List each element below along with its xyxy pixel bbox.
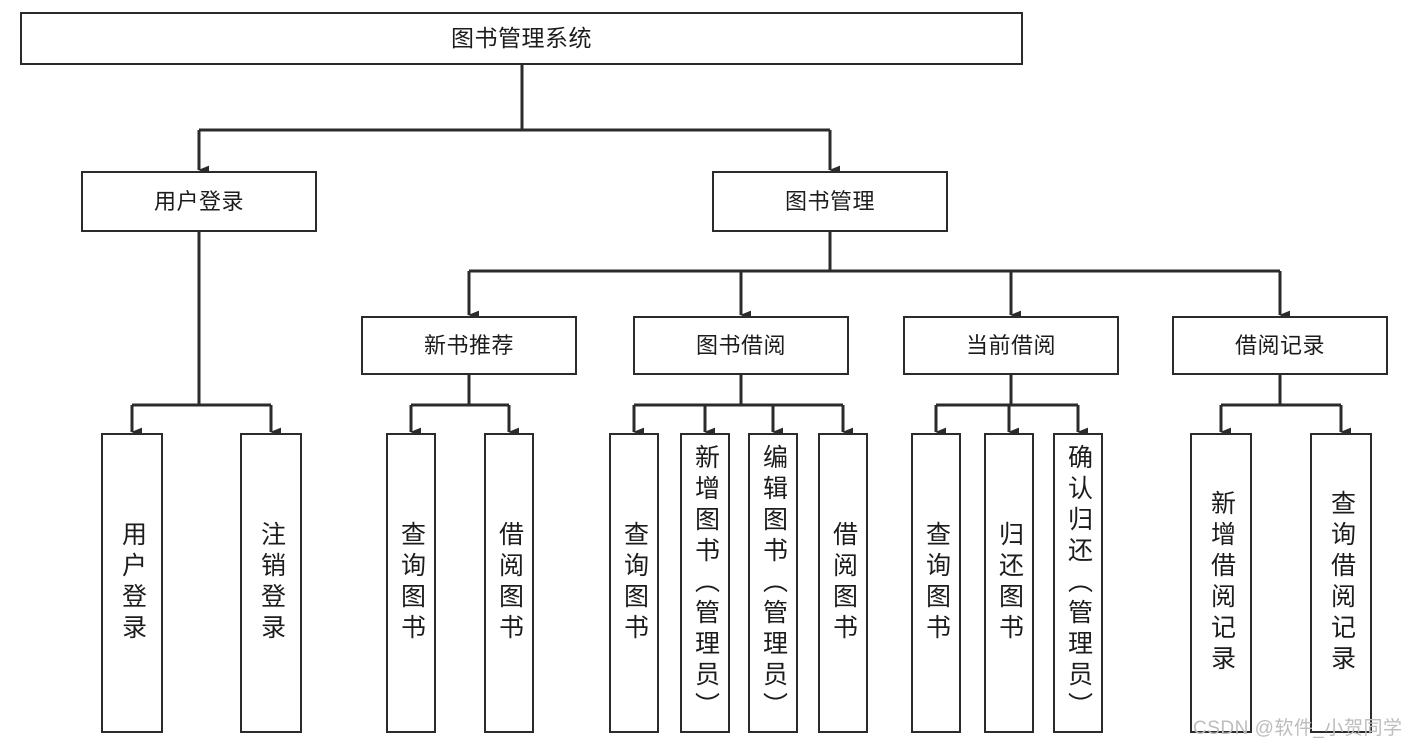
csdn-watermark: CSDN @软件_小贺同学 xyxy=(1193,718,1403,739)
node-leaf-edit-book-admin-label: 编辑图书（管理员） xyxy=(759,443,788,723)
node-root-label: 图书管理系统 xyxy=(451,24,592,51)
node-leaf-user-logout-label: 注销登录 xyxy=(257,521,286,645)
node-leaf-user-login-label: 用户登录 xyxy=(118,521,147,645)
node-leaf-edit-book-admin[interactable]: 编辑图书（管理员） xyxy=(748,433,798,733)
node-leaf-confirm-return-admin[interactable]: 确认归还（管理员） xyxy=(1053,433,1103,733)
node-leaf-user-login[interactable]: 用户登录 xyxy=(101,433,163,733)
node-book-manage-label: 图书管理 xyxy=(784,188,875,214)
node-leaf-return-book[interactable]: 归还图书 xyxy=(984,433,1034,733)
node-leaf-borrow-book[interactable]: 借阅图书 xyxy=(818,433,868,733)
node-leaf-add-book-admin[interactable]: 新增图书（管理员） xyxy=(680,433,730,733)
node-leaf-recommend-query-book-label: 查询图书 xyxy=(397,521,426,645)
node-new-book-recommend-label: 新书推荐 xyxy=(423,332,514,358)
node-current-borrow-label: 当前借阅 xyxy=(965,332,1056,358)
node-book-borrow[interactable]: 图书借阅 xyxy=(633,316,849,375)
node-leaf-query-borrow-record-label: 查询借阅记录 xyxy=(1327,490,1356,676)
node-book-manage[interactable]: 图书管理 xyxy=(712,171,948,232)
node-leaf-add-borrow-record[interactable]: 新增借阅记录 xyxy=(1190,433,1252,733)
node-borrow-record-label: 借阅记录 xyxy=(1234,332,1325,358)
node-leaf-recommend-query-book[interactable]: 查询图书 xyxy=(386,433,436,733)
node-leaf-query-borrow-record[interactable]: 查询借阅记录 xyxy=(1310,433,1372,733)
node-leaf-current-query-book-label: 查询图书 xyxy=(922,521,951,645)
node-leaf-borrow-book-label: 借阅图书 xyxy=(829,521,858,645)
node-user-login[interactable]: 用户登录 xyxy=(81,171,317,232)
node-leaf-borrow-query-book[interactable]: 查询图书 xyxy=(609,433,659,733)
node-leaf-confirm-return-admin-label: 确认归还（管理员） xyxy=(1064,443,1093,723)
node-new-book-recommend[interactable]: 新书推荐 xyxy=(361,316,577,375)
node-leaf-recommend-borrow-book-label: 借阅图书 xyxy=(495,521,524,645)
node-leaf-add-book-admin-label: 新增图书（管理员） xyxy=(691,443,720,723)
node-current-borrow[interactable]: 当前借阅 xyxy=(903,316,1119,375)
node-leaf-current-query-book[interactable]: 查询图书 xyxy=(911,433,961,733)
node-leaf-add-borrow-record-label: 新增借阅记录 xyxy=(1207,490,1236,676)
node-borrow-record[interactable]: 借阅记录 xyxy=(1172,316,1388,375)
node-leaf-recommend-borrow-book[interactable]: 借阅图书 xyxy=(484,433,534,733)
node-root[interactable]: 图书管理系统 xyxy=(20,12,1023,65)
node-user-login-label: 用户登录 xyxy=(153,188,244,214)
node-book-borrow-label: 图书借阅 xyxy=(695,332,786,358)
node-leaf-borrow-query-book-label: 查询图书 xyxy=(620,521,649,645)
node-leaf-return-book-label: 归还图书 xyxy=(995,521,1024,645)
node-leaf-user-logout[interactable]: 注销登录 xyxy=(240,433,302,733)
